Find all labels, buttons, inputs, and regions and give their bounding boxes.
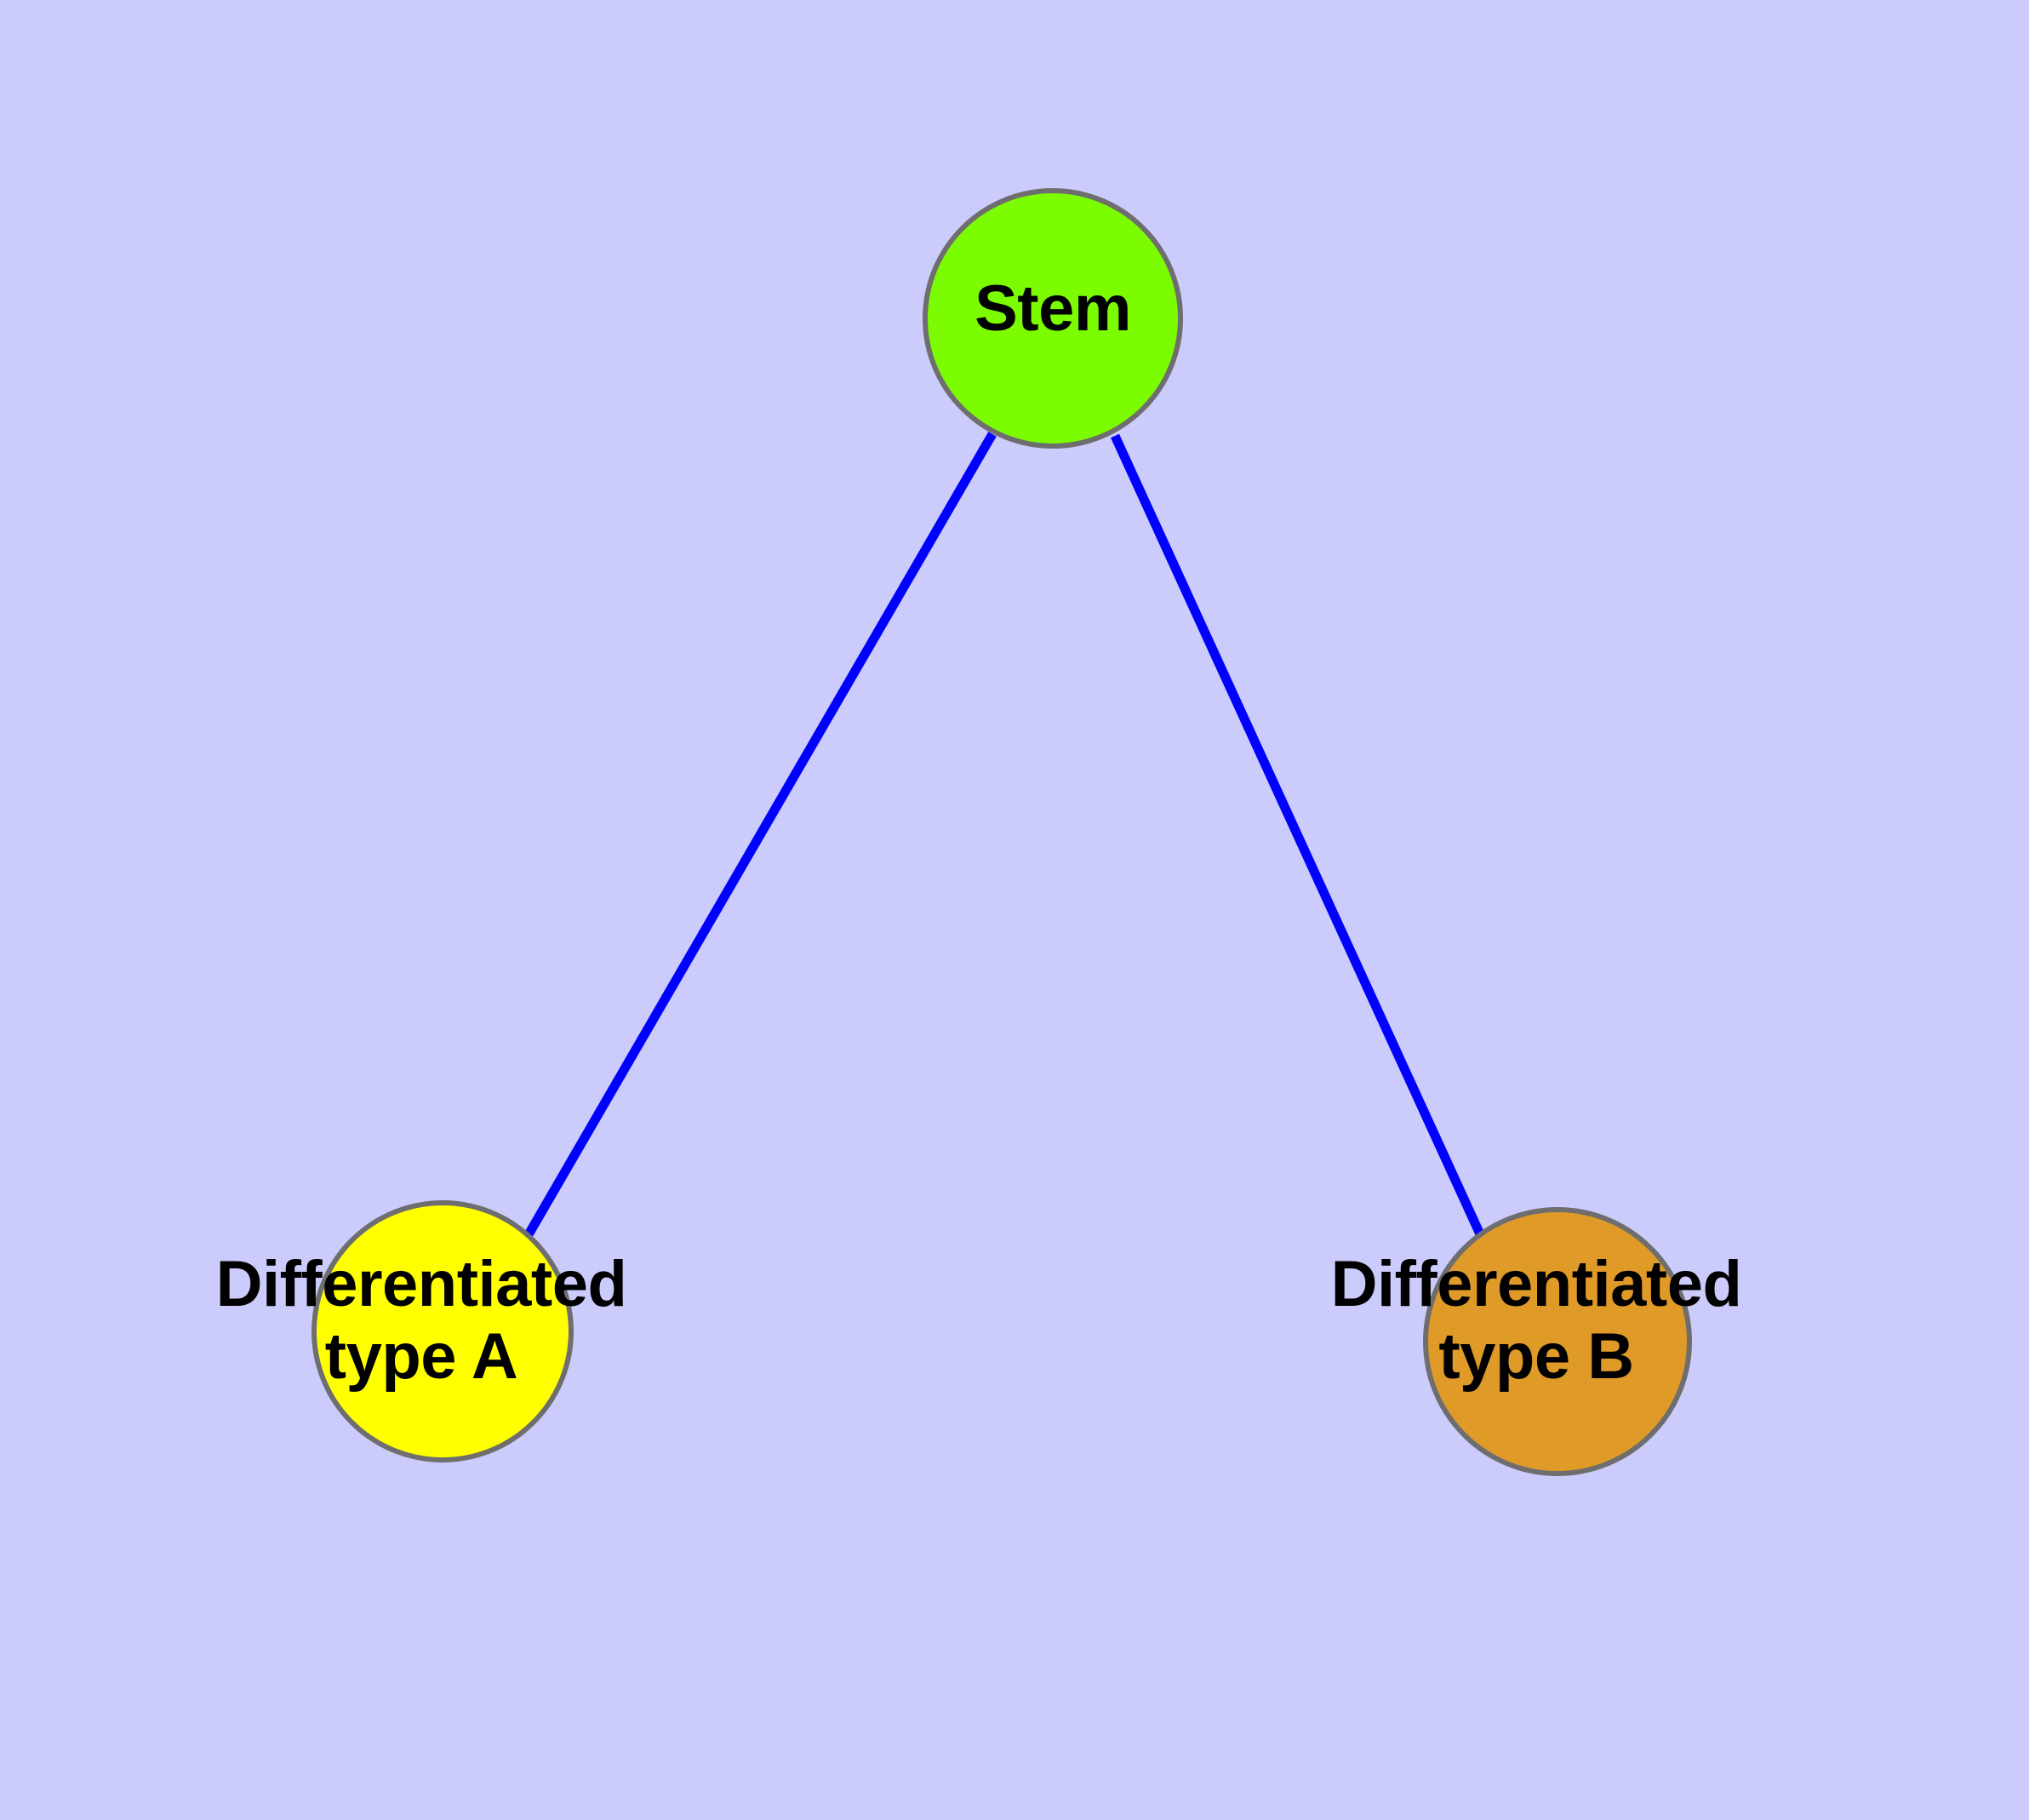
- node-label-differentiated-type-b: Differentiated type B: [1330, 1248, 1742, 1394]
- edge-stem-to-type-b: [1110, 433, 1486, 1239]
- edge-stem-to-type-a: [523, 432, 997, 1239]
- node-label-differentiated-type-a: Differentiated type A: [215, 1248, 627, 1394]
- node-differentiated-type-b[interactable]: [1423, 1207, 1692, 1476]
- node-label-stem: Stem: [974, 272, 1131, 345]
- node-differentiated-type-a[interactable]: [311, 1200, 574, 1462]
- node-stem[interactable]: [923, 188, 1183, 449]
